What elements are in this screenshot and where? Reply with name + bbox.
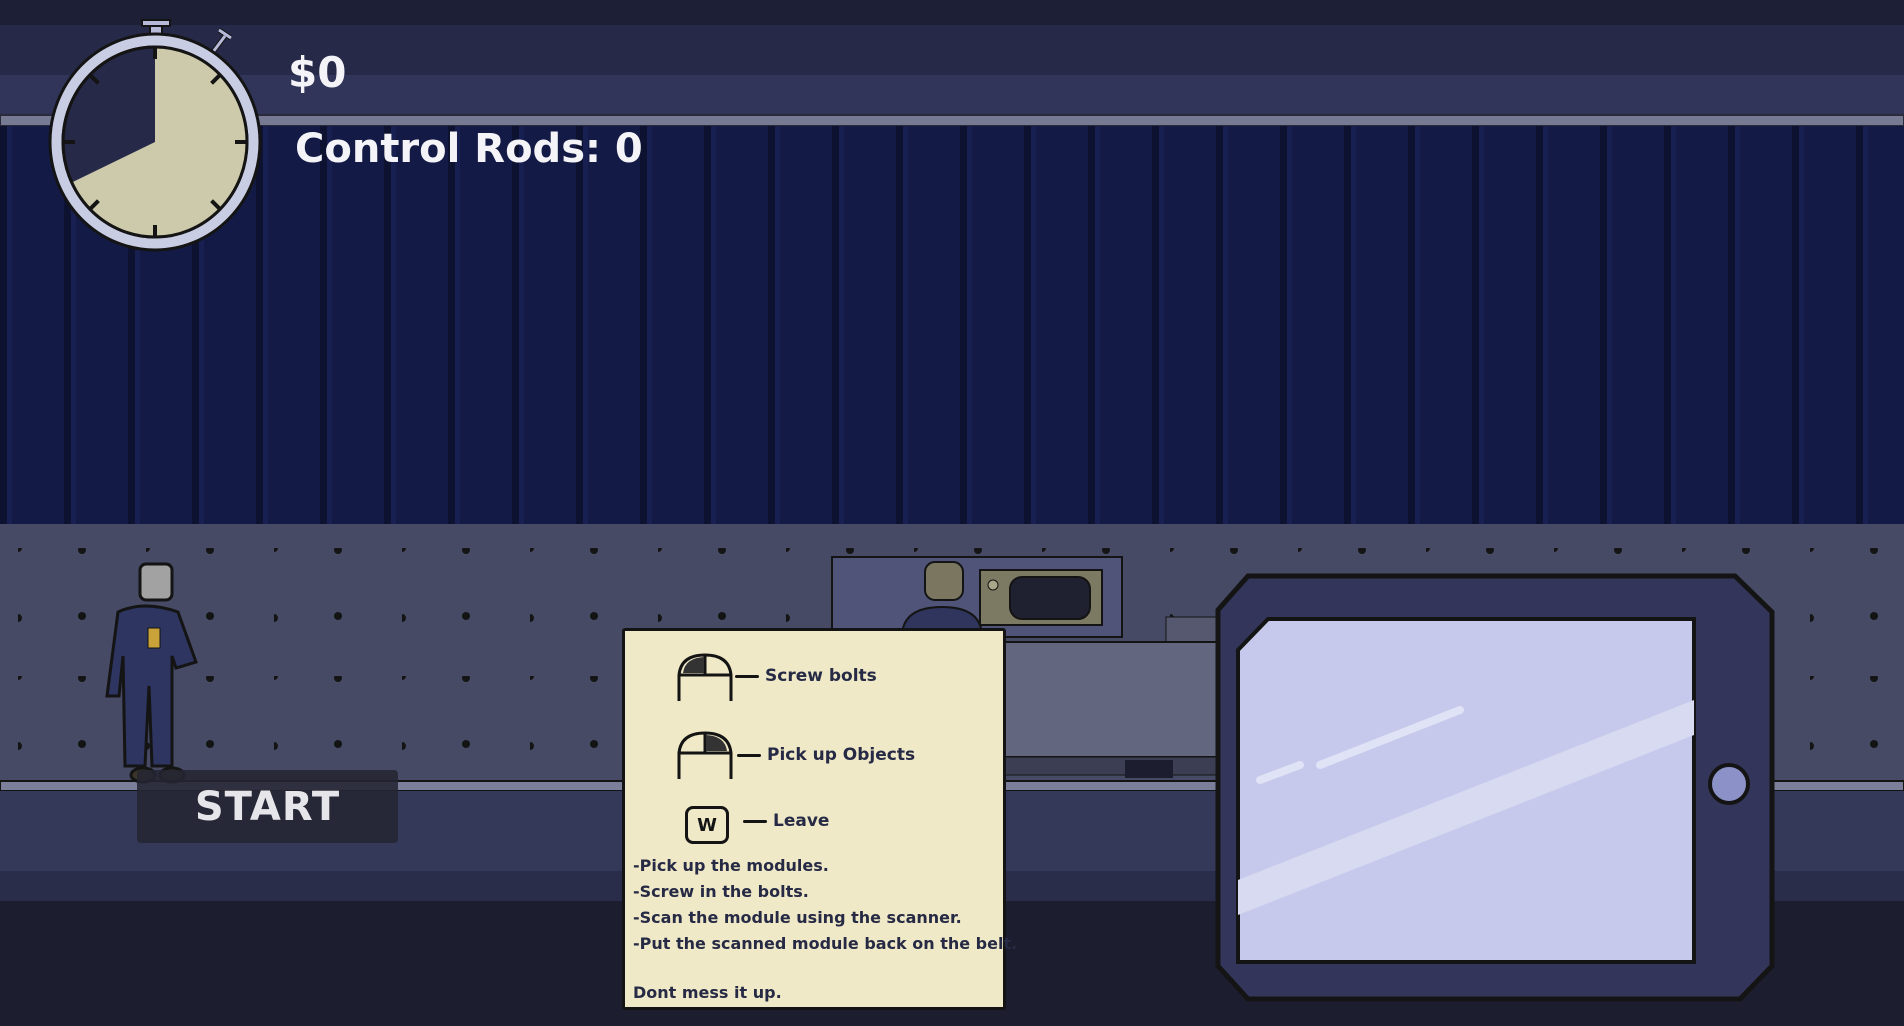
control-screw-bolts: Screw bolts	[735, 666, 877, 686]
curtain-rail	[0, 114, 1904, 127]
timer-tick	[88, 73, 100, 85]
back-station	[831, 556, 1221, 778]
instruction-steps: -Pick up the modules. -Screw in the bolt…	[633, 853, 1017, 957]
timer-tick	[88, 199, 100, 211]
step: -Put the scanned module back on the belt…	[633, 934, 1018, 953]
control-label: Pick up Objects	[767, 745, 916, 765]
timer-tick	[210, 199, 222, 211]
timer-remaining-sector	[71, 47, 247, 237]
tablet-button	[1708, 763, 1750, 805]
money-counter: $0	[288, 48, 347, 97]
right-mouse-button-icon	[677, 731, 733, 779]
step: -Screw in the bolts.	[633, 882, 809, 901]
instructions-note: Screw bolts Pick up Objects W Leave -Pic…	[622, 628, 1017, 1010]
scanner-tablet	[1215, 573, 1775, 1002]
curtains	[0, 126, 1904, 526]
control-label: Leave	[773, 811, 830, 831]
control-label: Screw bolts	[765, 666, 877, 686]
timer-tick	[210, 73, 222, 85]
timer-stopwatch-icon	[48, 19, 262, 252]
control-pick-up: Pick up Objects	[737, 745, 915, 765]
control-rods-counter: Control Rods: 0	[295, 126, 643, 172]
left-mouse-button-icon	[677, 653, 733, 701]
start-button[interactable]: START	[137, 770, 398, 843]
control-leave: Leave	[743, 811, 829, 831]
ceiling	[0, 0, 1904, 25]
step: -Pick up the modules.	[633, 856, 829, 875]
warning-note: Dont mess it up.	[633, 983, 782, 1002]
w-key-icon: W	[685, 806, 729, 844]
step: -Scan the module using the scanner.	[633, 908, 962, 927]
